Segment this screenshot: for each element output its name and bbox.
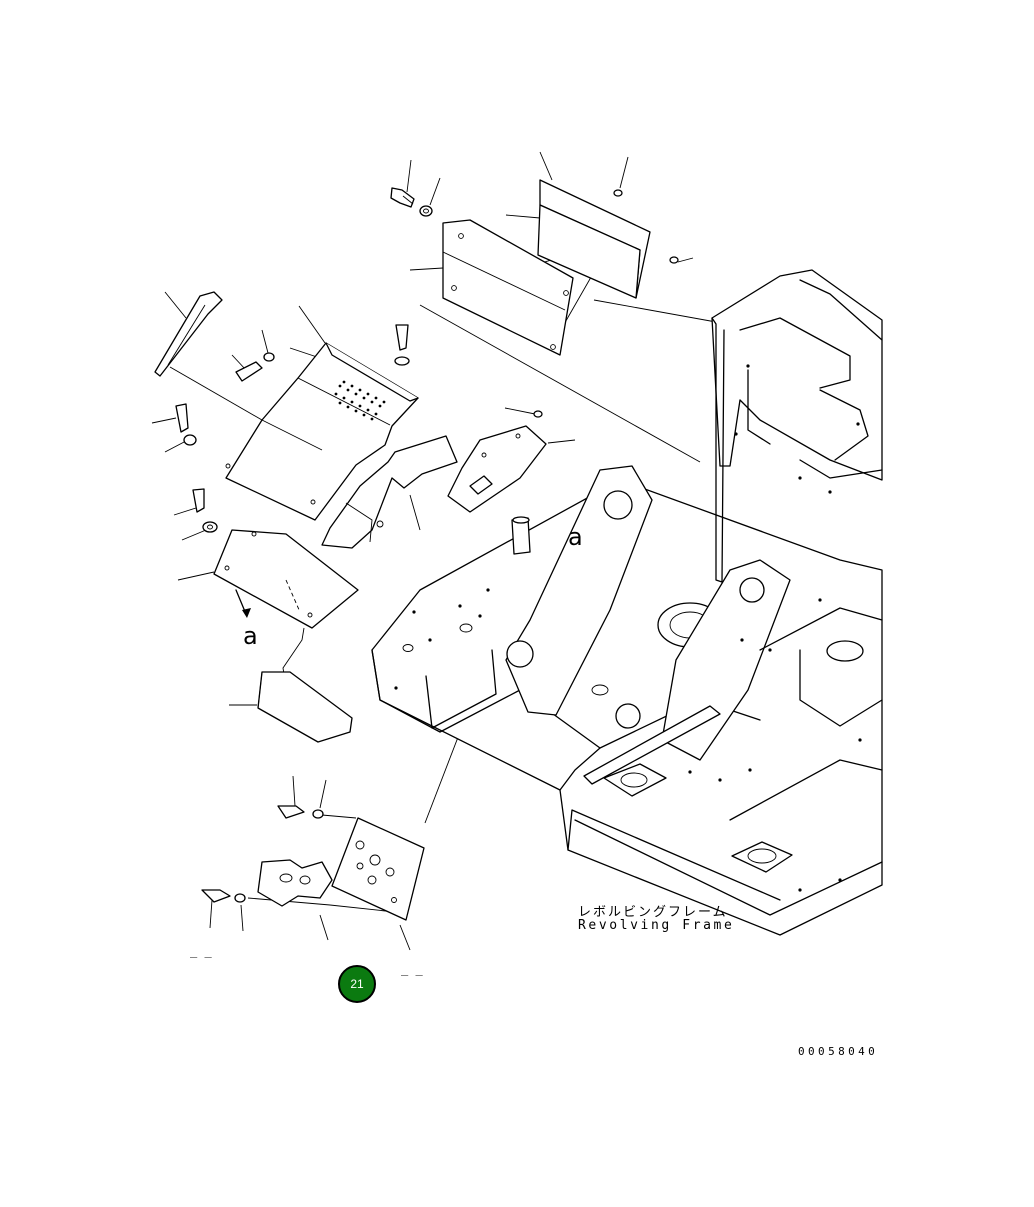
revolving-frame xyxy=(371,465,883,936)
dash-marker-left: _ _ xyxy=(190,944,212,958)
middle-bracket-left xyxy=(321,435,458,549)
frame-label-japanese: レボルビングフレーム xyxy=(578,905,728,920)
bottom-plate-right xyxy=(331,817,425,921)
bottom-plate-left xyxy=(257,859,333,907)
frame-label-english: Revolving Frame xyxy=(578,918,735,933)
document-number: 00058040 xyxy=(798,1045,879,1058)
view-marker-upper: a xyxy=(568,523,583,551)
wedge-block xyxy=(257,671,353,743)
perforated-cover xyxy=(225,342,419,521)
top-cover-plate xyxy=(442,179,651,356)
middle-bracket-right xyxy=(447,410,547,513)
dash-marker-right: _ _ xyxy=(401,962,423,976)
bolt-and-washer-left xyxy=(175,324,410,533)
bolt-and-washer-top xyxy=(390,187,679,264)
bolt-and-washer-bottom xyxy=(201,805,324,903)
view-marker-lower: a xyxy=(243,622,258,650)
rod-bracket xyxy=(154,291,223,377)
upper-right-frame xyxy=(711,269,883,583)
callout-badge[interactable]: 21 xyxy=(338,965,376,1003)
perforation-holes xyxy=(334,380,386,421)
